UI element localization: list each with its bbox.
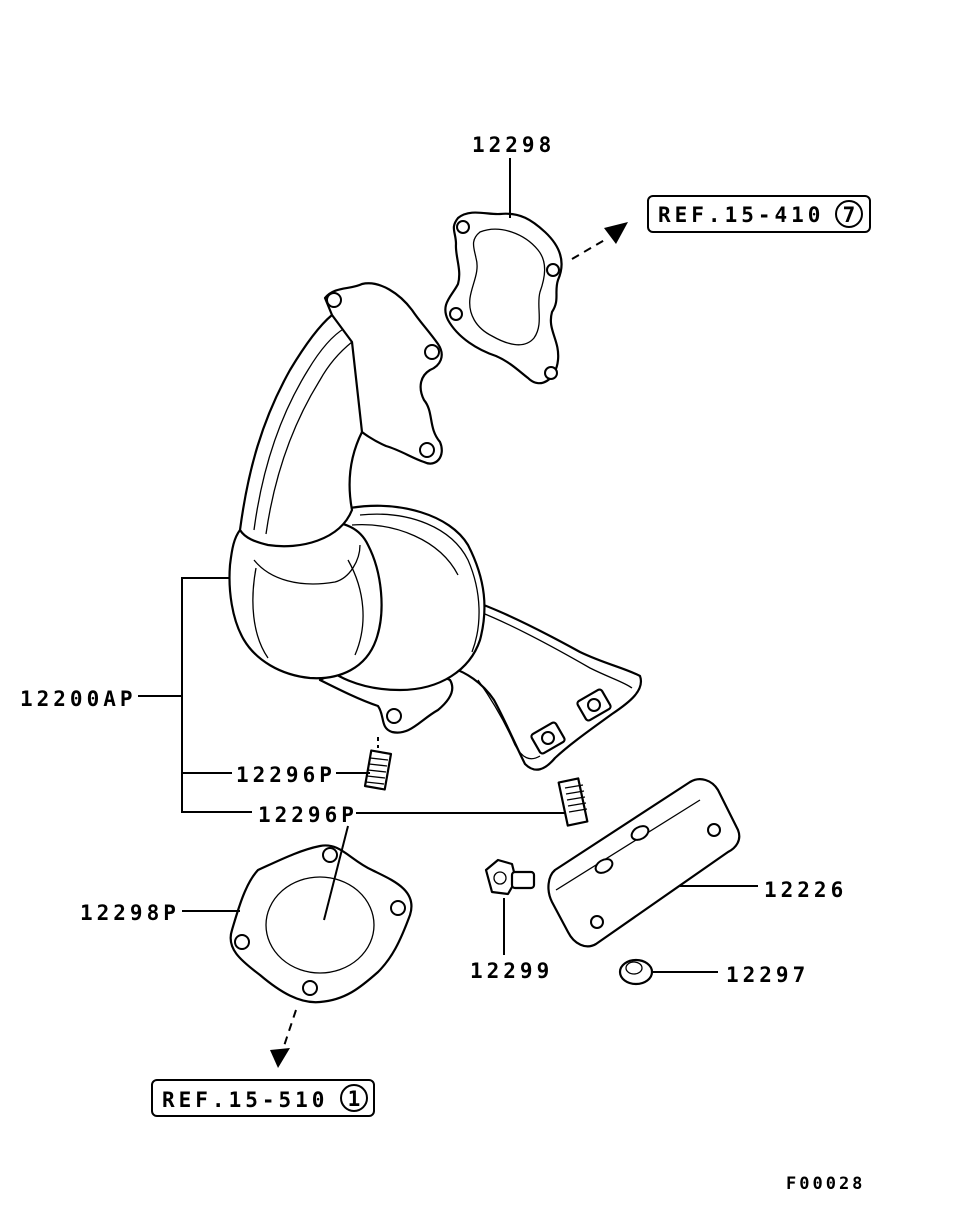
ref-box-upper[interactable]: REF.15-410 7 — [647, 195, 871, 233]
ref-arrow-upper — [571, 222, 628, 260]
label-gasket-upper: 12298 — [472, 133, 555, 157]
bolt-part[interactable] — [484, 858, 536, 896]
stud-lower-part[interactable] — [557, 777, 589, 827]
bracket-part[interactable] — [547, 778, 741, 948]
ref-upper-circled-number: 7 — [843, 203, 856, 227]
upper-gasket-part[interactable] — [444, 211, 563, 385]
label-stud-lower: 12296P — [258, 803, 358, 827]
label-bolt: 12299 — [470, 959, 553, 983]
catalytic-converter-part[interactable] — [228, 282, 643, 771]
label-nut: 12297 — [726, 963, 809, 987]
label-bracket: 12226 — [764, 878, 847, 902]
ref-lower-circled-number: 1 — [348, 1087, 361, 1111]
leader-lines — [138, 158, 758, 973]
stud-upper-part[interactable] — [363, 737, 393, 791]
ref-arrow-lower — [270, 1009, 297, 1068]
lower-gasket-part[interactable] — [229, 844, 413, 1004]
figure-code: F00028 — [786, 1174, 865, 1194]
label-catalytic-converter: 12200AP — [20, 687, 137, 711]
label-stud-upper: 12296P — [236, 763, 336, 787]
ref-upper-text: REF.15-410 — [658, 203, 824, 227]
nut-part[interactable] — [618, 958, 654, 986]
ref-box-lower[interactable]: REF.15-510 1 — [151, 1079, 375, 1117]
label-gasket-lower: 12298P — [80, 901, 180, 925]
ref-lower-text: REF.15-510 — [162, 1088, 328, 1112]
